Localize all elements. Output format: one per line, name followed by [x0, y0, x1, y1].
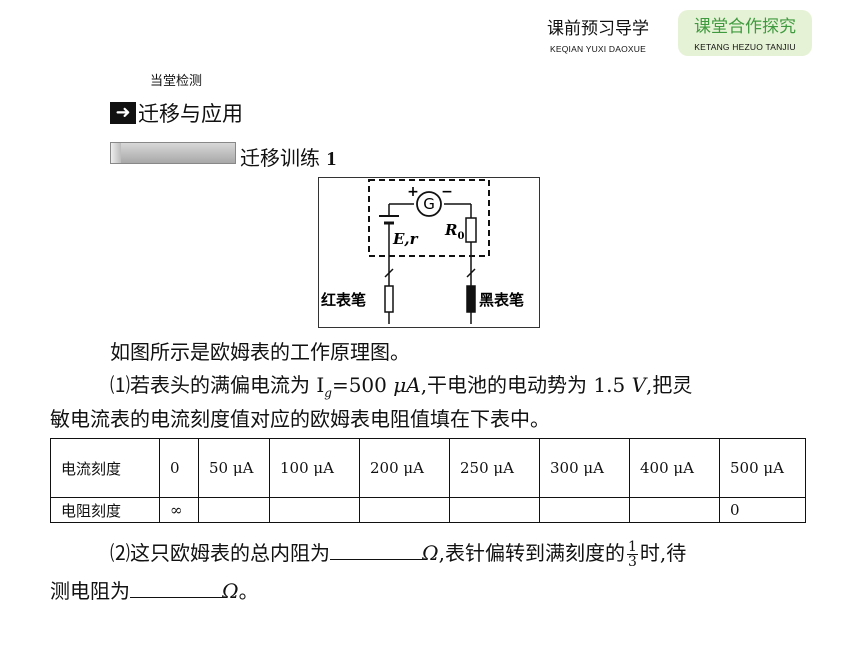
heading-train-text: 迁移训练 [240, 146, 320, 170]
resistance-cell[interactable] [449, 497, 540, 523]
red-probe-icon [384, 285, 394, 313]
section-label: 当堂检测 [150, 74, 203, 89]
meter-enclosure [368, 179, 490, 257]
arrow-icon: ➜ [110, 102, 136, 124]
table-row-current: 电流刻度 0 50 μA 100 μA 200 μA 250 μA 300 μA… [50, 438, 806, 498]
current-cell: 500 μA [719, 438, 806, 498]
current-cell: 200 μA [359, 438, 450, 498]
current-cell: 100 μA [269, 438, 360, 498]
resistance-cell[interactable]: 0 [719, 497, 806, 523]
red-probe-label: 红表笔 [321, 291, 366, 309]
nav-tab-class-inquiry[interactable]: 课堂合作探究 KETANG HEZUO TANJIU [678, 10, 812, 56]
nav-tab-preview[interactable]: 课前预习导学 KEQIAN YUXI DAOXUE [528, 12, 668, 54]
heading-apply: 迁移与应用 [138, 102, 243, 126]
nav-tab-class-inquiry-subtitle: KETANG HEZUO TANJIU [694, 42, 796, 52]
current-cell: 250 μA [449, 438, 540, 498]
resistor-icon [465, 217, 477, 243]
table-row-resistance: 电阻刻度 ∞ 0 [50, 497, 806, 523]
galvanometer-label: G [423, 195, 435, 213]
heading-train: 迁移训练 1 [240, 145, 336, 172]
galvanometer-icon [416, 191, 442, 217]
resistance-cell[interactable] [539, 497, 630, 523]
nav-tab-preview-subtitle: KEQIAN YUXI DAOXUE [549, 44, 647, 54]
current-cell: 50 μA [198, 438, 270, 498]
resistance-cell[interactable] [359, 497, 450, 523]
circuit-svg: G + − E,r R0 红表笔 黑表笔 [321, 179, 524, 324]
ohmmeter-circuit-diagram: G + − E,r R0 红表笔 黑表笔 [318, 177, 540, 328]
resistance-cell[interactable] [198, 497, 270, 523]
resistance-cell[interactable]: ∞ [159, 497, 199, 523]
scale-table: 电流刻度 0 50 μA 100 μA 200 μA 250 μA 300 μA… [50, 438, 806, 523]
nav-tab-preview-title: 课前预习导学 [547, 19, 649, 39]
answer-blank-measured-resistance[interactable] [130, 577, 222, 598]
resistor-label: R0 [444, 221, 464, 242]
black-probe-label: 黑表笔 [479, 291, 524, 309]
heading-train-number: 1 [326, 148, 337, 170]
minus-sign: − [441, 184, 453, 200]
current-cell: 400 μA [629, 438, 720, 498]
resistance-cell[interactable] [629, 497, 720, 523]
question-1-line-2: 敏电流表的电流刻度值对应的欧姆表电阻值填在下表中。 [50, 407, 550, 431]
question-1-line-1: ⑴若表头的满偏电流为 Ig=500 μA,干电池的电动势为 1.5 V,把灵 [110, 373, 693, 400]
black-probe-icon [466, 285, 476, 313]
current-cell: 300 μA [539, 438, 630, 498]
plus-sign: + [407, 184, 419, 200]
current-cell: 0 [159, 438, 199, 498]
row-label-current: 电流刻度 [50, 438, 160, 498]
source-label: E,r [392, 230, 419, 248]
nav-tab-class-inquiry-title: 课堂合作探究 [694, 17, 796, 37]
heading-bar-decoration [110, 142, 236, 164]
resistance-cell[interactable] [269, 497, 360, 523]
answer-blank-internal-resistance[interactable] [330, 539, 422, 560]
row-label-resistance: 电阻刻度 [50, 497, 160, 523]
intro-text: 如图所示是欧姆表的工作原理图。 [110, 340, 410, 364]
